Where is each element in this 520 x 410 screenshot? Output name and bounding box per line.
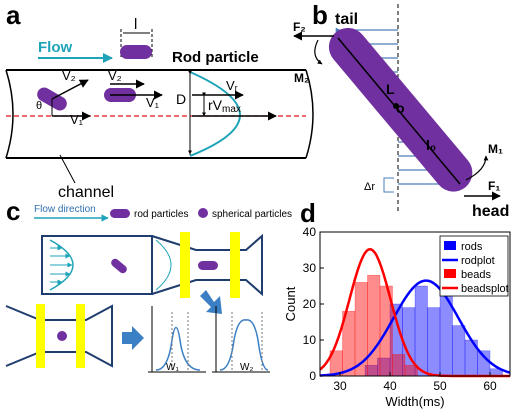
c-sphere bbox=[57, 331, 67, 341]
w2-axes bbox=[212, 306, 270, 373]
channel-outlet bbox=[305, 69, 314, 159]
x-tick-label-30: 30 bbox=[333, 379, 347, 393]
x-tick-label-50: 50 bbox=[433, 379, 447, 393]
sphere-legend-marker bbox=[198, 208, 208, 218]
y-tick-label-40: 40 bbox=[303, 225, 317, 239]
electrode-1 bbox=[180, 232, 190, 298]
legend-swatch-rods bbox=[444, 241, 456, 250]
c-profile-arrows bbox=[50, 245, 73, 285]
electrode-2 bbox=[230, 232, 240, 298]
channel-label: channel bbox=[58, 184, 114, 201]
m1-label: M₁ bbox=[488, 142, 503, 156]
flow-direction-label: Flow direction bbox=[34, 204, 96, 215]
dr-label: Δr bbox=[364, 181, 375, 193]
channel-pointer-line bbox=[59, 154, 76, 184]
dr-bracket bbox=[383, 177, 394, 193]
theta-label: θ bbox=[36, 100, 42, 112]
v1b-label: V₁ bbox=[146, 95, 160, 110]
o-label: o bbox=[396, 100, 405, 116]
panel-b-label: b bbox=[312, 0, 328, 30]
c-constriction-profile bbox=[155, 239, 172, 291]
electrode-4 bbox=[76, 304, 85, 368]
tail-label: tail bbox=[335, 11, 358, 28]
panel-b: b tail head L o l₀ F₂ M₂ M₁ F₁ bbox=[293, 0, 509, 220]
rod-particle-label: Rod particle bbox=[172, 49, 259, 66]
x-tick-label-60: 60 bbox=[483, 379, 497, 393]
w2-label: W₂ bbox=[240, 362, 253, 373]
v1-label: V₁ bbox=[70, 112, 84, 127]
y-axis-label: Count bbox=[283, 286, 298, 321]
w1-signal bbox=[155, 326, 201, 371]
channel-walls bbox=[6, 69, 306, 159]
rod-legend-marker bbox=[110, 209, 130, 218]
legend-swatch-beads bbox=[444, 269, 456, 278]
c-aligned-rod bbox=[198, 261, 218, 270]
sphere-legend-label: spherical particles bbox=[212, 209, 292, 220]
m1-arrow bbox=[465, 155, 489, 181]
x-tick-label-40: 40 bbox=[383, 379, 397, 393]
v2b-label: V₂ bbox=[108, 68, 122, 83]
rods-bar-4 bbox=[414, 285, 428, 377]
y-tick-label-30: 30 bbox=[303, 261, 317, 275]
head-label: head bbox=[472, 203, 509, 220]
bottom-channel bbox=[5, 304, 113, 368]
y-tick-label-20: 20 bbox=[303, 297, 317, 311]
panel-c: c Flow direction rod particles spherical… bbox=[5, 196, 292, 373]
f1-label: F₁ bbox=[488, 179, 500, 193]
l-label: L bbox=[386, 81, 395, 97]
rvmax-label: rVmax bbox=[208, 97, 241, 115]
y-tick-label-0: 0 bbox=[309, 369, 316, 383]
c-tilted-rod bbox=[111, 258, 127, 274]
y-tick-label-10: 10 bbox=[303, 333, 317, 347]
d-label: D bbox=[176, 91, 186, 107]
x-axis-label: Width(ms) bbox=[385, 394, 444, 409]
rod-legend-label: rod particles bbox=[134, 209, 188, 220]
m2-arrow bbox=[314, 39, 323, 65]
legend-label-beadsplot: beadsplot bbox=[461, 283, 509, 295]
beads-bar-5 bbox=[392, 354, 406, 377]
length-label: l bbox=[134, 16, 137, 33]
arrow-to-w1 bbox=[122, 326, 144, 350]
channel-inlet bbox=[5, 69, 14, 159]
c-velocity-profile bbox=[49, 239, 74, 291]
constriction-channel bbox=[151, 233, 263, 297]
arrow-to-w2 bbox=[200, 290, 222, 314]
m2-label: M₂ bbox=[294, 71, 309, 85]
l0-label: l₀ bbox=[426, 137, 436, 153]
b-rod bbox=[328, 27, 473, 192]
rods-bar-7 bbox=[452, 325, 466, 377]
rodplot-curve bbox=[320, 279, 511, 377]
rod-legend-shape bbox=[120, 45, 152, 59]
panel-d-label: d bbox=[300, 198, 316, 228]
flow-label: Flow bbox=[38, 39, 72, 56]
panel-a-label: a bbox=[6, 0, 21, 30]
b-center-point bbox=[393, 103, 399, 109]
beads-bar-3 bbox=[367, 274, 381, 377]
v2-arrow bbox=[51, 79, 89, 100]
legend-label-beads: beads bbox=[461, 269, 491, 281]
w1-label: W₁ bbox=[166, 362, 179, 373]
b-rod-axis bbox=[337, 37, 461, 185]
electrode-3 bbox=[36, 304, 45, 368]
rods-bar-5 bbox=[427, 307, 441, 377]
panel-c-label: c bbox=[6, 196, 20, 226]
legend-label-rods: rods bbox=[461, 241, 483, 253]
f2-label: F₂ bbox=[293, 20, 306, 34]
w2-signal bbox=[219, 319, 269, 371]
velocity-profile bbox=[189, 71, 241, 157]
legend-label-rodplot: rodplot bbox=[461, 255, 495, 267]
w1-axes bbox=[148, 306, 206, 373]
v2-label: V₂ bbox=[62, 68, 76, 83]
vr-label: Vᵣ bbox=[226, 78, 238, 93]
panel-a: a Flow l Rod particle channel V₂ θ V₁ V₂… bbox=[5, 0, 314, 201]
